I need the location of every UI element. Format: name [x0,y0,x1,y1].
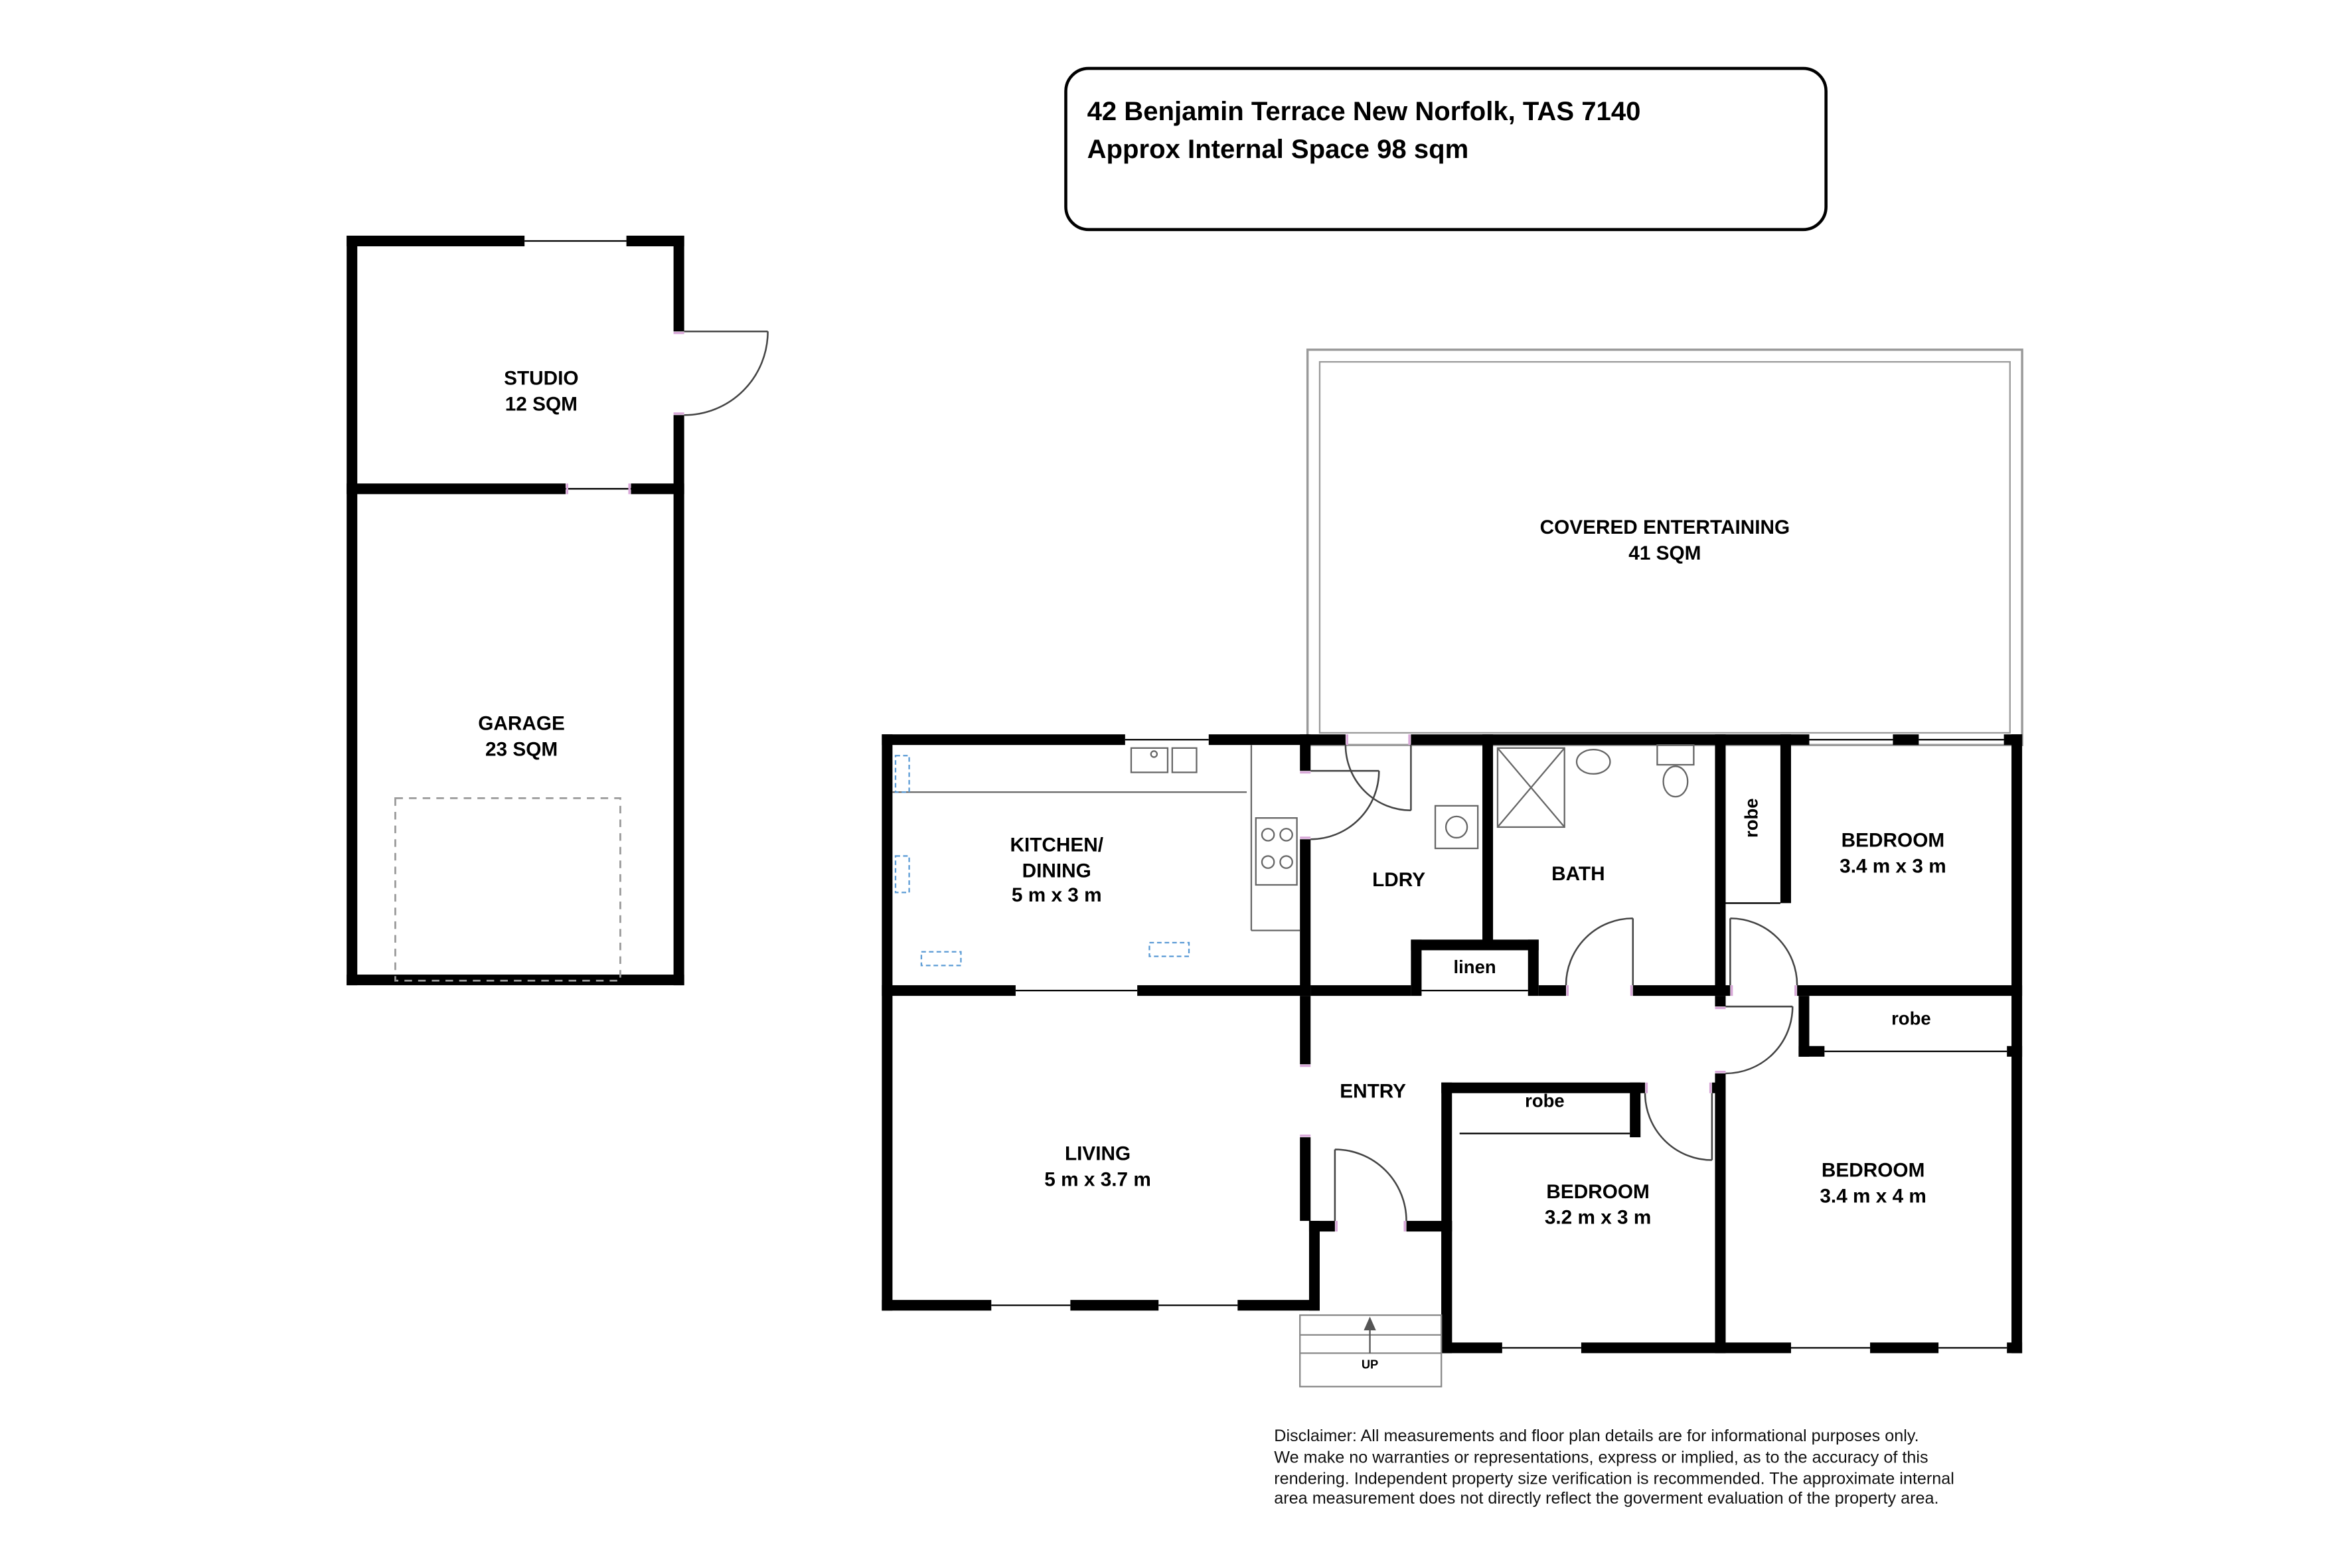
house-window-lines [991,739,2007,1349]
covered-name: COVERED ENTERTAINING [1539,515,1790,538]
kitchen-dining-label: KITCHEN/ DINING 5 m x 3 m [1010,833,1103,908]
disclaimer-text: Disclaimer: All measurements and floor p… [1274,1428,1954,1512]
bedroom3-label: BEDROOM 3.2 m x 3 m [1545,1180,1652,1230]
garage-area: 23 SQM [485,736,558,760]
robe1-text: robe [1741,798,1763,838]
disclaimer-line2: We make no warranties or representations… [1274,1449,1928,1467]
interior-opening-lines [1015,902,2007,1135]
linen-label: linen [1454,957,1496,979]
disclaimer-line1: Disclaimer: All measurements and floor p… [1274,1427,1919,1447]
laundry-name: LDRY [1372,868,1426,892]
house-interior-walls [882,734,2023,1354]
disclaimer-line3: rendering. Independent property size ver… [1274,1469,1954,1488]
bedroom3-name: BEDROOM [1546,1180,1650,1203]
outbuilding-walls [347,235,684,986]
robe2-text: robe [1891,1008,1931,1030]
bedroom1-label: BEDROOM 3.4 m x 3 m [1840,828,1946,879]
robe3-text: robe [1525,1090,1565,1112]
door-swing-arcs [684,331,1798,1221]
linen-text: linen [1453,956,1496,978]
bathroom-fixtures [1496,744,1695,828]
robe1-label: robe [1741,798,1762,838]
entry-name: ENTRY [1340,1079,1407,1103]
garage-car-space [394,797,621,982]
garage-label: GARAGE 23 SQM [478,712,565,762]
covered-area: 41 SQM [1628,540,1701,564]
outbuilding-window-lines [524,240,631,490]
bedroom3-dims: 3.2 m x 3 m [1544,1205,1652,1228]
bedroom2-dims: 3.4 m x 4 m [1820,1183,1926,1207]
studio-name: STUDIO [504,366,579,390]
laundry-label: LDRY [1372,868,1425,894]
bath-name: BATH [1551,862,1605,885]
bedroom2-name: BEDROOM [1821,1158,1925,1182]
door-jamb-marks [566,331,1797,1232]
studio-label: STUDIO 12 SQM [504,366,579,417]
entry-label: ENTRY [1340,1079,1406,1105]
bath-label: BATH [1551,862,1605,888]
robe3-label: robe [1525,1090,1565,1113]
laundry-fixtures [1434,805,1479,850]
bedroom2-label: BEDROOM 3.4 m x 4 m [1820,1158,1926,1209]
bedroom1-dims: 3.4 m x 3 m [1840,854,1946,877]
title-area: Approx Internal Space 98 sqm [1087,133,1469,165]
studio-area: 12 SQM [505,391,578,415]
title-address: 42 Benjamin Terrace New Norfolk, TAS 714… [1087,96,1641,127]
kitchen-line1: KITCHEN/ [1010,833,1104,856]
up-label: UP [1358,1358,1381,1372]
disclaimer-line4: area measurement does not directly refle… [1274,1490,1939,1509]
robe2-label: robe [1891,1008,1931,1030]
living-name: LIVING [1064,1142,1131,1165]
up-text: UP [1361,1358,1379,1372]
title-box: 42 Benjamin Terrace New Norfolk, TAS 714… [1064,66,1828,232]
entry-steps [1299,1314,1443,1387]
covered-entertaining-label: COVERED ENTERTAINING 41 SQM [1540,515,1790,566]
living-label: LIVING 5 m x 3.7 m [1044,1142,1151,1192]
service-marks [894,755,1190,967]
kitchen-fixtures [892,745,1300,931]
kitchen-dims: 5 m x 3 m [1011,883,1102,907]
kitchen-line2: DINING [1022,858,1091,882]
garage-name: GARAGE [478,711,565,735]
living-dims: 5 m x 3.7 m [1044,1166,1151,1190]
bedroom1-name: BEDROOM [1841,828,1945,852]
